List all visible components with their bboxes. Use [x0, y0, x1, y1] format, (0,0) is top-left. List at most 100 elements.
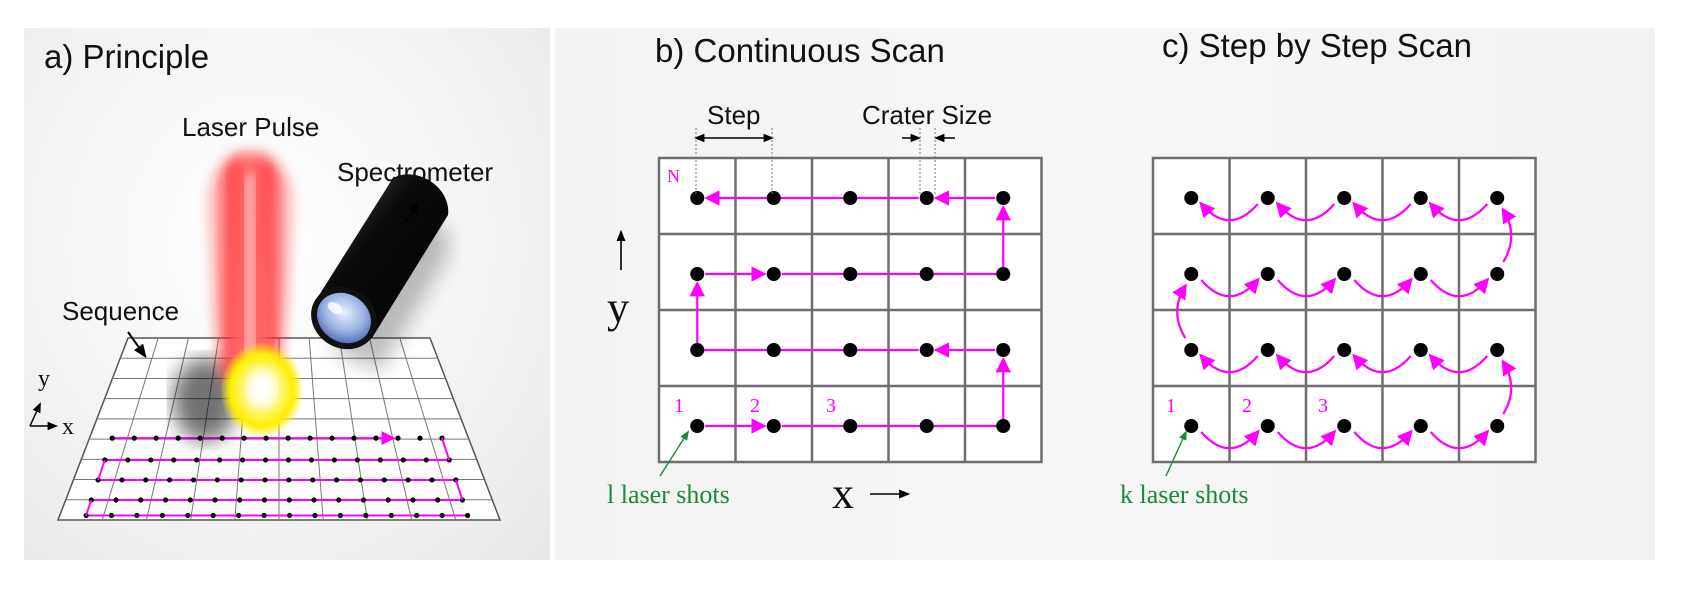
sample-shot-dot: [439, 512, 445, 519]
shot-dot: [919, 343, 934, 357]
shot-dot: [919, 419, 934, 433]
sample-shot-dot: [190, 477, 197, 483]
shot-dot: [996, 267, 1011, 281]
sample-grid-line: [399, 337, 457, 521]
shot-dot: [1260, 267, 1275, 281]
sample-shot-dot: [214, 477, 220, 483]
sample-shot-dot: [333, 477, 340, 483]
sample-shot-dot: [417, 435, 423, 441]
sample-shot-dot: [119, 477, 125, 483]
laser-shots-label-c: k laser shots: [1120, 480, 1249, 509]
shot-dot: [1490, 191, 1505, 205]
step-shot-label-1: 1: [1166, 395, 1176, 417]
sample-shot-dot: [429, 477, 435, 483]
shot-dot: [843, 419, 858, 433]
hop-arrow: [1200, 277, 1260, 298]
sample-shot-dot: [108, 512, 115, 519]
step-label: Step: [707, 100, 761, 130]
sample-shot-dot: [212, 497, 218, 503]
panel-b-continuous-scan: b) Continuous Scan Step Crater Size y x: [607, 32, 1043, 518]
sample-shot-dot: [261, 497, 268, 503]
shot-dot: [1337, 343, 1352, 357]
sample-shot-dot: [159, 512, 165, 519]
shot-dot: [766, 267, 781, 281]
hop-arrow: [1352, 353, 1412, 374]
shot-dot: [1184, 267, 1199, 281]
sample-shot-dot: [329, 435, 335, 441]
sample-shot-dot: [185, 512, 191, 519]
hop-arrow: [1200, 429, 1260, 450]
sample-shot-dot: [238, 477, 244, 483]
sample-shot-dot: [171, 457, 177, 463]
sample-axis-y-label: y: [38, 366, 50, 392]
shot-dot: [996, 343, 1011, 357]
sample-shot-dot: [194, 457, 200, 463]
laser-shots-pointer-c: [1165, 430, 1187, 477]
sample-shot-dot: [381, 477, 387, 483]
sequence-label: Sequence: [62, 296, 179, 326]
sample-shot-dot: [241, 435, 247, 441]
sample-shot-dot: [363, 512, 369, 519]
sample-scan-connector: [97, 459, 106, 481]
shot-dot: [919, 191, 934, 205]
sample-shot-dot: [405, 477, 411, 483]
shot-dot: [1337, 267, 1352, 281]
sample-shot-dot: [307, 435, 313, 441]
sample-grid-line: [101, 337, 159, 521]
hop-arrow-vertical: [1172, 283, 1187, 339]
sample-shot-dot: [385, 497, 391, 503]
sample-shot-dot: [336, 497, 342, 503]
sample-shot-dot: [285, 457, 292, 463]
spectrometer-arrow: [404, 200, 420, 223]
step-scan-grid: [1151, 156, 1537, 464]
sample-shot-dot: [167, 477, 173, 483]
shot-dot: [766, 191, 781, 205]
sample-shot-dot: [400, 457, 406, 463]
sample-shot-dot: [286, 497, 292, 503]
shot-dot: [843, 343, 858, 357]
laser-shots-pointer-b: [659, 430, 690, 477]
continuous-scan-grid: [657, 156, 1043, 464]
sample-shot-dot: [285, 435, 291, 441]
sample-shot-dot: [262, 477, 268, 483]
shot-dot: [1184, 343, 1199, 357]
sample-shot-dot: [134, 512, 140, 519]
hop-arrow: [1276, 277, 1337, 298]
sample-shot-dot: [286, 477, 292, 483]
sample-scan-connector: [441, 437, 451, 461]
shot-dot: [690, 343, 705, 357]
crater-size-dimension: [902, 128, 955, 195]
y-axis-label: y: [607, 283, 629, 332]
sample-shot-dot: [395, 435, 401, 441]
sample-shot-dot: [109, 435, 115, 441]
panel-a-principle: a) Principle: [29, 38, 502, 521]
shot-dot: [690, 419, 705, 433]
shot-dot: [766, 419, 781, 433]
shot-dot: [1337, 191, 1352, 205]
sample-shot-dot: [286, 512, 293, 519]
hop-arrow: [1429, 277, 1490, 298]
sample-shot-dot: [237, 497, 243, 503]
sequence-arrow: [127, 331, 147, 359]
hop-arrow: [1428, 353, 1489, 374]
crater-size-label: Crater Size: [862, 100, 992, 130]
shot-dot: [843, 267, 858, 281]
sample-shot-dot: [435, 497, 441, 503]
sample-shot-dot: [423, 457, 429, 463]
sample-scan-path: [83, 431, 471, 519]
shot-dot: [996, 419, 1011, 433]
shot-dot: [1413, 419, 1428, 433]
sample-shot-dot: [331, 457, 338, 463]
sample-shot-dot: [357, 477, 364, 483]
sample-shot-dot: [337, 512, 343, 519]
sample-shot-dot: [131, 435, 137, 441]
step-scan-shots: [1184, 191, 1505, 433]
shot-label-2: 2: [750, 395, 760, 417]
spectrometer-tube: [311, 174, 450, 372]
sample-scan-connector: [85, 499, 93, 516]
sample-shot-dot: [113, 497, 119, 503]
hop-arrow: [1429, 429, 1490, 450]
hop-arrow: [1352, 201, 1412, 222]
sample-shot-dot: [311, 497, 317, 503]
shot-dot: [1184, 419, 1199, 433]
